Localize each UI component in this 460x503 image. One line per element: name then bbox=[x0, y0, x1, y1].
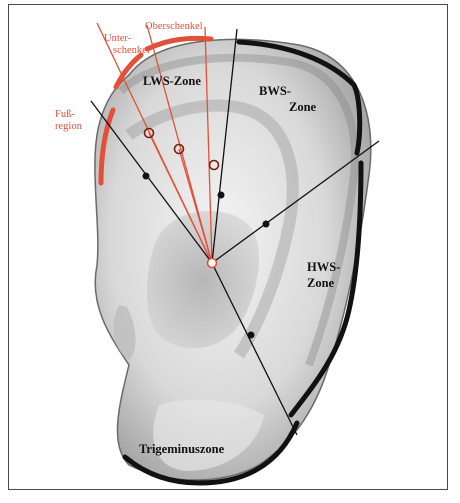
point-hws bbox=[248, 332, 255, 339]
ear-illustration: Unter- schenkel Oberschenkel Fuß- region… bbox=[9, 5, 448, 490]
label-unterschenkel-2: schenkel bbox=[113, 45, 150, 56]
label-bws-2: Zone bbox=[289, 100, 317, 114]
point-bws bbox=[263, 221, 270, 228]
label-oberschenkel: Oberschenkel bbox=[145, 21, 203, 32]
point-lws bbox=[218, 192, 225, 199]
point-fuss bbox=[143, 173, 150, 180]
label-fuss-2: region bbox=[55, 121, 83, 132]
label-bws-1: BWS- bbox=[259, 84, 291, 98]
label-hws-1: HWS- bbox=[307, 260, 340, 274]
label-trigeminuszone: Trigeminuszone bbox=[139, 442, 225, 456]
label-hws-2: Zone bbox=[307, 276, 335, 290]
label-unterschenkel-1: Unter- bbox=[104, 33, 132, 44]
figure-frame: Unter- schenkel Oberschenkel Fuß- region… bbox=[8, 4, 448, 490]
center-point bbox=[208, 259, 217, 268]
label-lws-zone: LWS-Zone bbox=[143, 74, 201, 88]
label-fuss-1: Fuß- bbox=[55, 109, 75, 120]
